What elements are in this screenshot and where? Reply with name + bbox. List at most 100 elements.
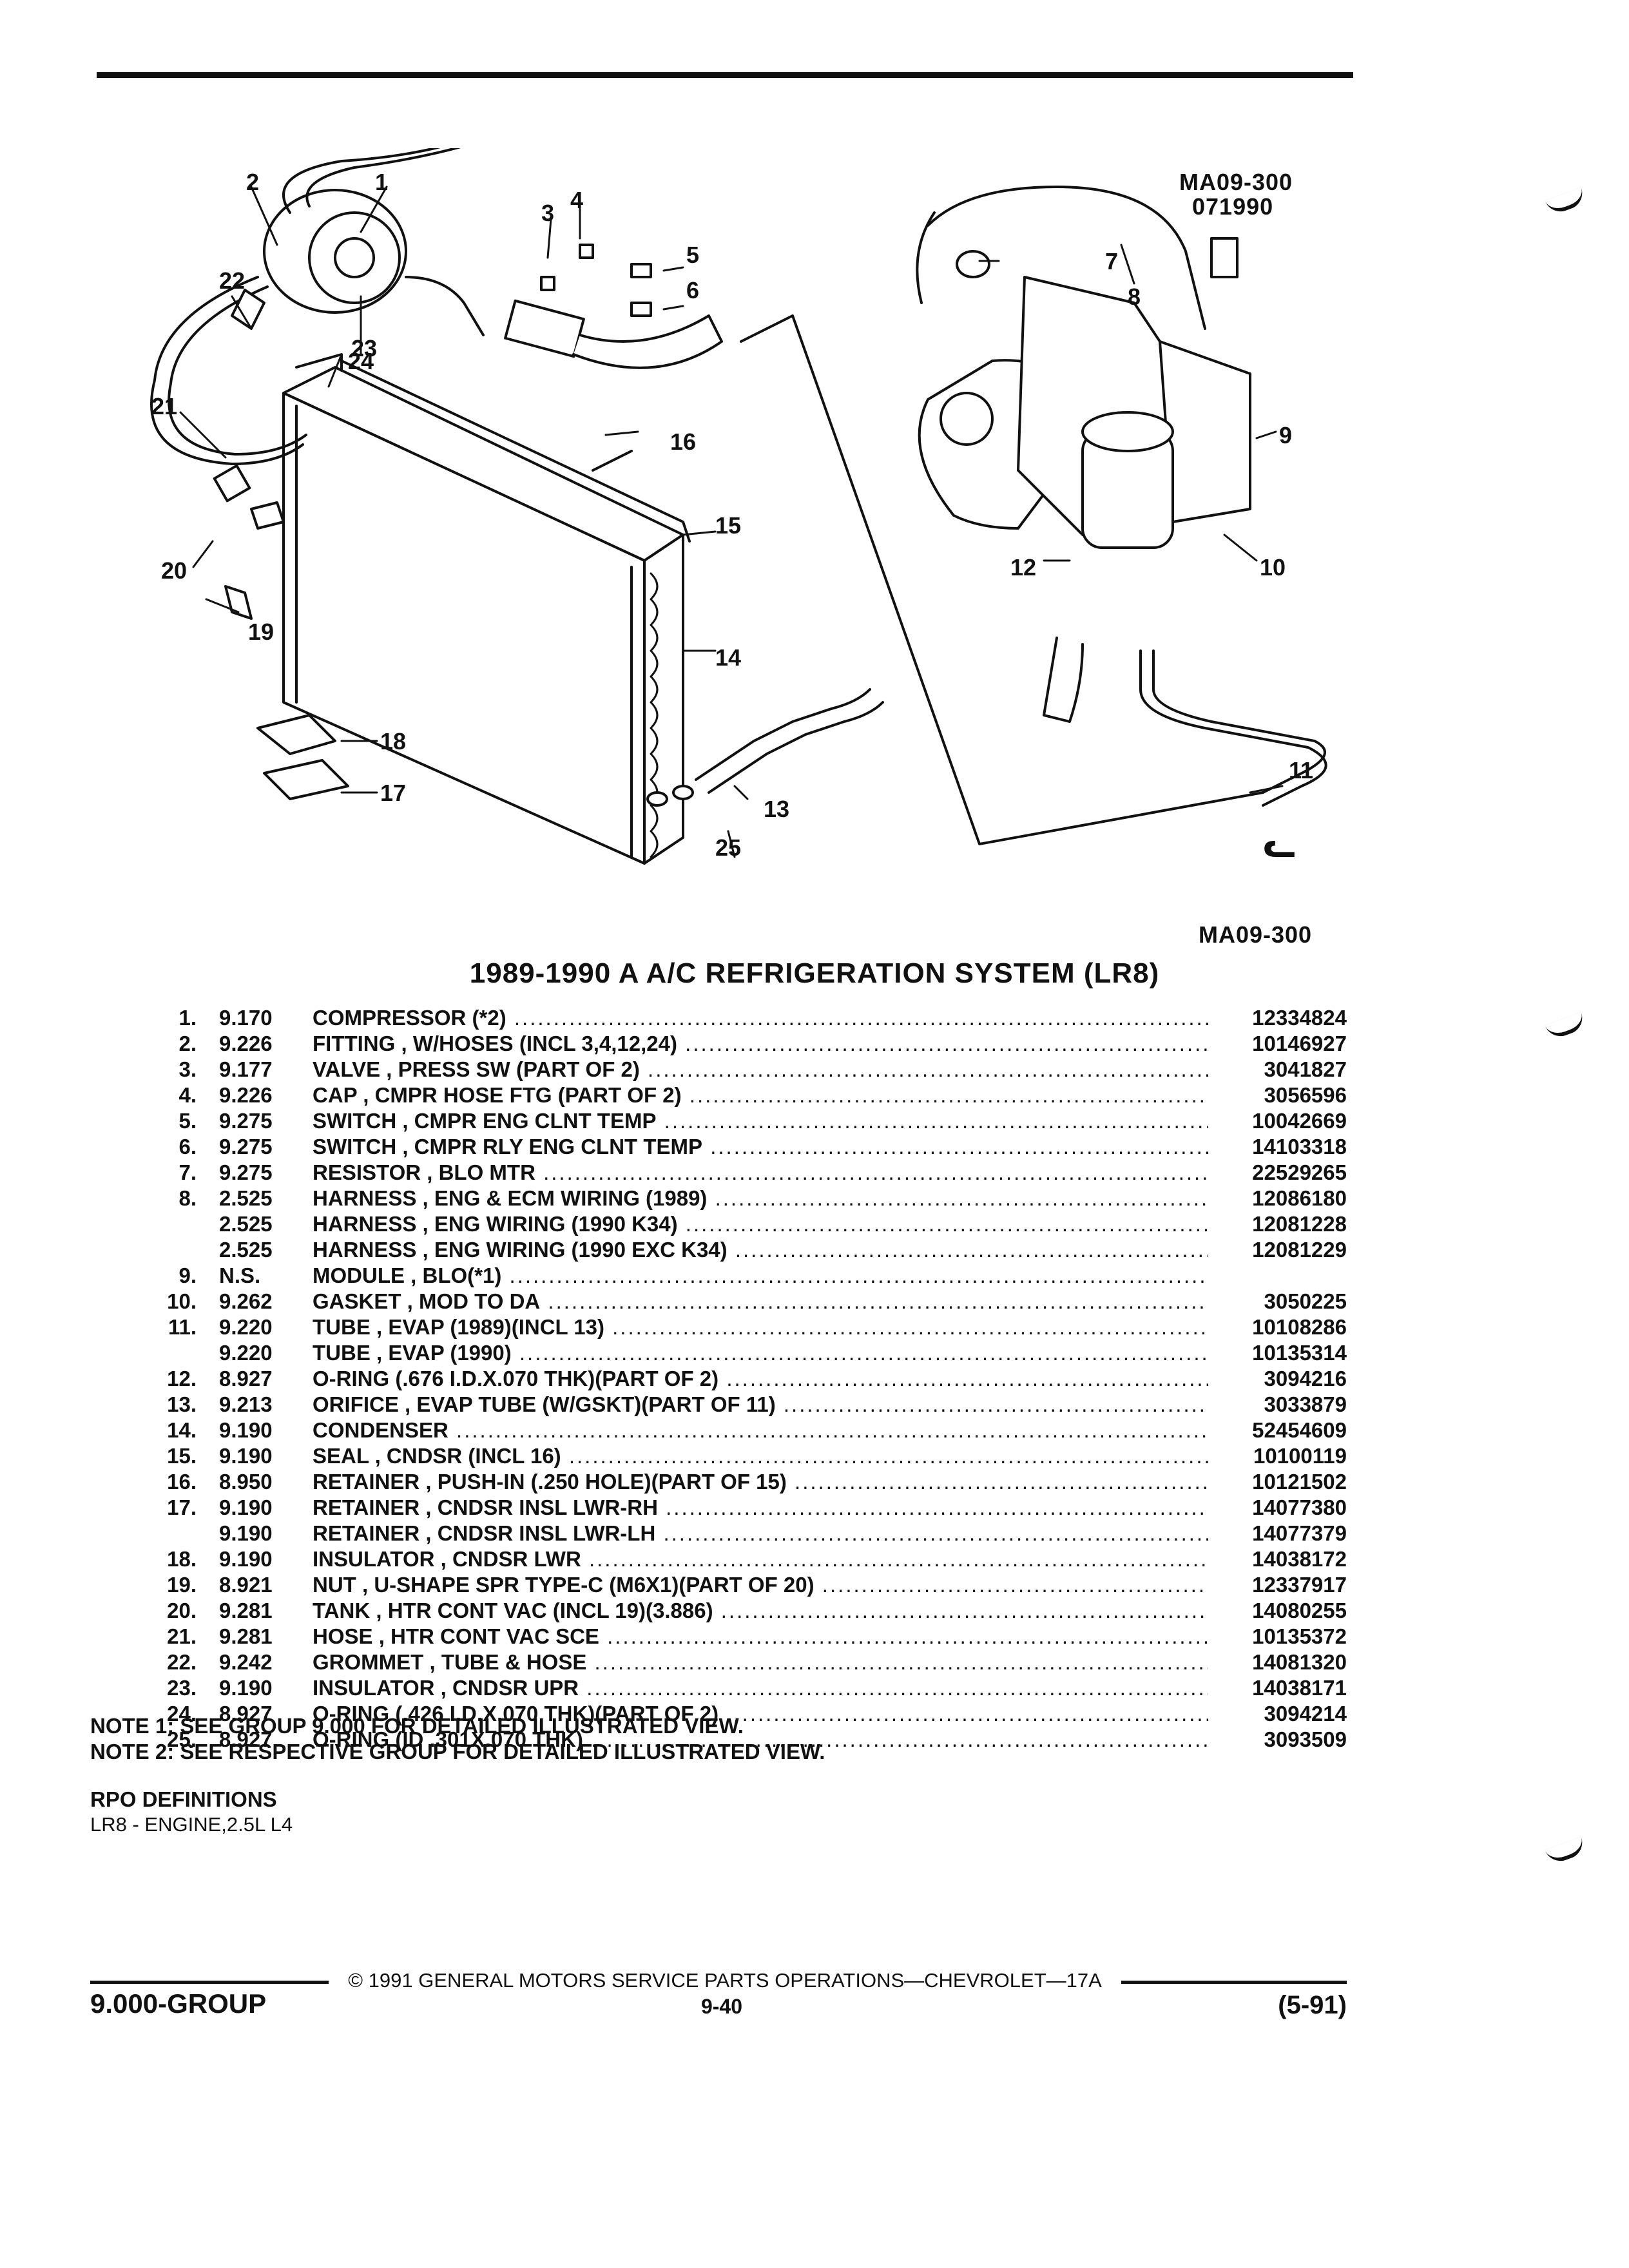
part-number-index: 18. (167, 1547, 197, 1571)
part-group-code: 8.950 (219, 1470, 273, 1494)
part-group-code: 9.190 (219, 1676, 273, 1700)
part-description: TANK , HTR CONT VAC (INCL 19)(3.886) (313, 1598, 1208, 1624)
footer-rule-right (1121, 1981, 1347, 1984)
part-number-index: 13. (167, 1392, 197, 1416)
part-group-code: 8.927 (219, 1702, 273, 1725)
part-description: INSULATOR , CNDSR UPR (313, 1675, 1208, 1701)
part-number-index: 16. (167, 1470, 197, 1494)
part-number: 3041827 (1218, 1057, 1347, 1082)
part-number: 10146927 (1218, 1031, 1347, 1057)
binder-mark (1545, 1836, 1587, 1866)
part-row: 2.525 HARNESS , ENG WIRING (1990 K34) 1208… (129, 1211, 1353, 1237)
part-description: RESISTOR , BLO MTR (313, 1160, 1208, 1186)
part-group-code: 2.525 (219, 1238, 273, 1262)
part-description: TUBE , EVAP (1989)(INCL 13) (313, 1314, 1208, 1340)
rpo-item: LR8 - ENGINE,2.5L L4 (90, 1813, 293, 1836)
binder-mark (1545, 187, 1587, 216)
part-group-code: 8.927 (219, 1367, 273, 1390)
part-number-index: 8. (178, 1186, 197, 1210)
part-group-code: 9.220 (219, 1341, 273, 1365)
part-number-index: 23. (167, 1676, 197, 1700)
part-group-code: 8.921 (219, 1573, 273, 1597)
part-description: VALVE , PRESS SW (PART OF 2) (313, 1057, 1208, 1082)
part-row: 9.N.S.MODULE , BLO(*1) (129, 1263, 1353, 1289)
part-description: O-RING (.426 I.D.X.070 THK)(PART OF 2) (313, 1701, 1208, 1727)
callout-24: 24 (348, 348, 374, 374)
part-group-code: 9.275 (219, 1135, 273, 1158)
callout-15: 15 (715, 512, 742, 539)
part-group-code: 9.190 (219, 1521, 273, 1545)
part-number-index: 11. (168, 1315, 197, 1339)
part-group-code: 9.190 (219, 1418, 273, 1442)
callout-23: 23 (351, 335, 378, 361)
callout-5: 5 (686, 242, 700, 268)
callout-25: 25 (715, 834, 742, 861)
binder-mark (1545, 1012, 1587, 1041)
part-number: 12334824 (1218, 1005, 1347, 1031)
part-number-index: 20. (167, 1599, 197, 1622)
footer-copyright: © 1991 GENERAL MOTORS SERVICE PARTS OPER… (348, 1969, 1102, 1992)
footer-rule-left (90, 1981, 329, 1984)
callout-3: 3 (541, 200, 555, 226)
evap-tube-drawing (695, 314, 1327, 845)
callout-12: 12 (1010, 554, 1037, 581)
part-number: 52454609 (1218, 1418, 1347, 1443)
figure-id-bottom: MA09-300 (1199, 921, 1313, 948)
part-number: 3050225 (1218, 1289, 1347, 1314)
part-description: GROMMET , TUBE & HOSE (313, 1649, 1208, 1675)
part-number-index: 21. (167, 1624, 197, 1648)
part-group-code: 8.927 (219, 1727, 273, 1751)
part-number-index: 19. (167, 1573, 197, 1597)
part-row: 2.525 HARNESS , ENG WIRING (1990 EXC K34)… (129, 1237, 1353, 1263)
part-description: HARNESS , ENG WIRING (1990 EXC K34) (313, 1237, 1208, 1263)
small-parts-drawing (256, 244, 694, 807)
part-group-code: 9.220 (219, 1315, 273, 1339)
footer-date: (5-91) (1278, 1991, 1347, 2019)
ac-system-exploded-diagram (150, 148, 1327, 865)
footer-group: 9.000-GROUP (90, 1988, 267, 2019)
callout-16: 16 (670, 428, 697, 455)
part-number: 12081228 (1218, 1211, 1347, 1237)
part-description: ORIFICE , EVAP TUBE (W/GSKT)(PART OF 11) (313, 1392, 1208, 1418)
part-number-index: 1. (178, 1006, 197, 1030)
part-group-code: 2.525 (219, 1212, 273, 1236)
part-number: 10121502 (1218, 1469, 1347, 1495)
part-number: 3094214 (1218, 1701, 1347, 1727)
part-number: 10100119 (1218, 1443, 1347, 1469)
part-number-index: 2. (178, 1032, 197, 1055)
part-group-code: 9.262 (219, 1289, 273, 1313)
part-number: 3094216 (1218, 1366, 1347, 1392)
part-group-code: 9.242 (219, 1650, 273, 1674)
part-number-index: 3. (178, 1057, 197, 1081)
part-number-index: 25. (167, 1727, 197, 1751)
part-description: TUBE , EVAP (1990) (313, 1340, 1208, 1366)
part-number: 14077380 (1218, 1495, 1347, 1521)
part-description: HARNESS , ENG WIRING (1990 K34) (313, 1211, 1208, 1237)
part-number-index: 12. (167, 1367, 197, 1390)
callout-4: 4 (570, 187, 584, 213)
callout-19: 19 (248, 619, 275, 645)
callout-8: 8 (1128, 284, 1141, 310)
callout-20: 20 (161, 557, 188, 584)
part-number: 14103318 (1218, 1134, 1347, 1160)
top-rule (97, 72, 1353, 78)
part-number-index: 14. (167, 1418, 197, 1442)
part-number-index: 5. (178, 1109, 197, 1133)
part-description: NUT , U-SHAPE SPR TYPE-C (M6X1)(PART OF … (313, 1572, 1208, 1598)
part-description: SWITCH , CMPR ENG CLNT TEMP (313, 1108, 1208, 1134)
